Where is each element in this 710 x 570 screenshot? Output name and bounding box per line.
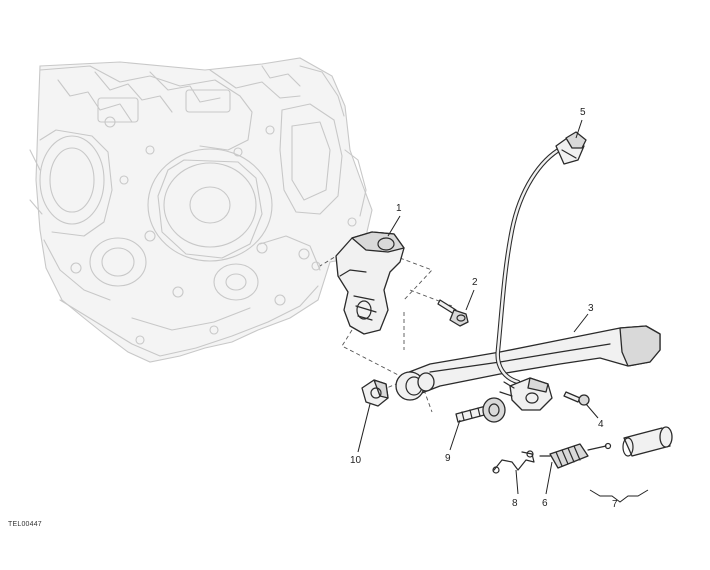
part-8-spring-clip [492,450,535,474]
part-1-stand-bracket [335,231,405,335]
engine-crankcase-ghost [29,57,373,363]
callout-6: 6 [542,498,548,509]
callout-10: 10 [350,455,362,466]
callout-4: 4 [598,419,604,430]
callout-1: 1 [396,203,402,214]
part-3-side-stand [395,325,661,401]
callout-7: 7 [612,499,618,510]
callout-5: 5 [580,107,586,118]
part-7-sleeve [622,426,673,457]
part-5-sensor-cable [495,131,587,385]
leader-lines [357,119,649,503]
callout-8: 8 [512,498,518,509]
part-2-bolt [437,299,469,327]
callout-9: 9 [445,453,451,464]
drawing-code: TEL00447 [8,521,42,528]
part-6-spring [539,442,612,469]
part-4-sensor-switch [499,377,590,411]
part-10-nut [361,379,389,407]
part-9-pivot-bolt [455,397,506,423]
callout-3: 3 [588,303,594,314]
callout-2: 2 [472,277,478,288]
